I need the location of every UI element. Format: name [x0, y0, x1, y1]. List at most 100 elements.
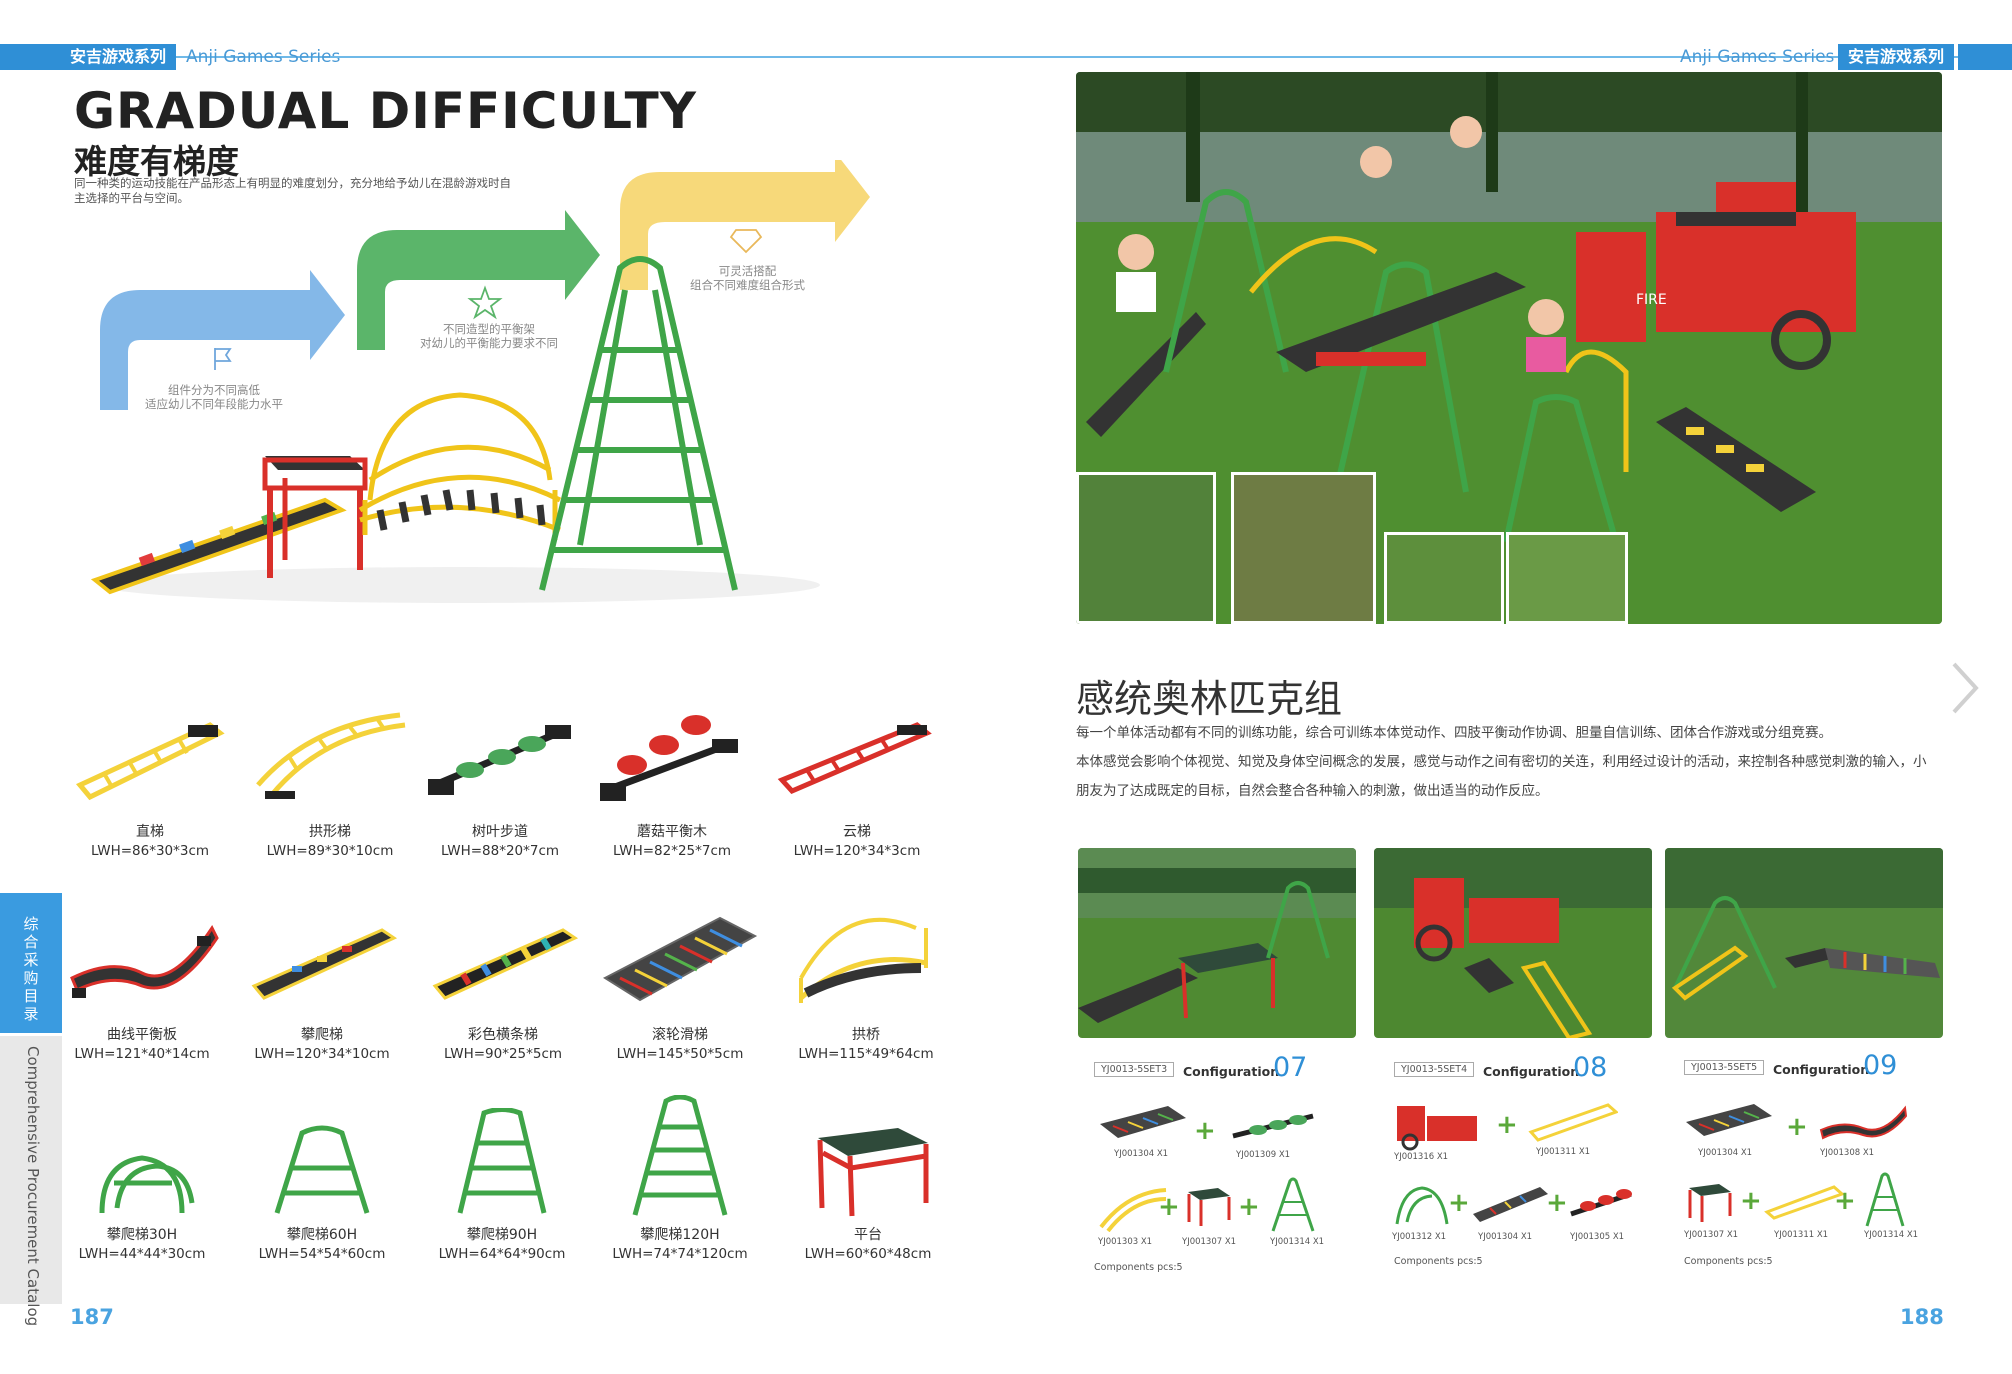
part-code: YJ001304 X1: [1698, 1148, 1753, 1158]
product-name: 直梯: [136, 824, 164, 840]
set-title: 感统奥林匹克组: [1076, 677, 1343, 721]
mushroom-beam-image: [600, 715, 738, 801]
config-code: YJ0013-5SET3: [1094, 1062, 1175, 1077]
plus-icon: +: [1194, 1116, 1216, 1146]
flag-icon: [214, 348, 232, 370]
page-number-right: 188: [1900, 1305, 1944, 1329]
product-dimensions: LWH=90*25*5cm: [443, 1046, 563, 1062]
product-dimensions: LWH=74*74*120cm: [612, 1246, 748, 1262]
product-name: 滚轮滑梯: [652, 1027, 708, 1043]
arrow-blue: [100, 270, 345, 410]
next-page-chevron-icon[interactable]: [1948, 660, 1982, 716]
arch-bridge: [358, 392, 562, 540]
part-code: YJ001316 X1: [1394, 1152, 1449, 1162]
product-dimensions: LWH=115*49*64cm: [798, 1046, 934, 1062]
plus-icon: +: [1496, 1110, 1518, 1140]
part-code: YJ001312 X1: [1392, 1232, 1447, 1242]
difficulty-diagram: [90, 160, 870, 603]
part-code: YJ001304 X1: [1478, 1232, 1533, 1242]
header-bar-right: [1958, 44, 2012, 70]
product-card: 云梯 LWH=120*34*3cm: [777, 705, 937, 861]
product-name: 攀爬梯: [301, 1027, 343, 1043]
step3-line1: 可灵活搭配: [718, 264, 777, 278]
arch-ladder-image: [256, 712, 406, 799]
product-dimensions: LWH=44*44*30cm: [78, 1246, 206, 1262]
diamond-icon: [729, 229, 763, 254]
header-dashes-left: [330, 56, 1070, 58]
product-name: 拱形梯: [309, 824, 351, 840]
plus-icon: +: [1158, 1192, 1180, 1222]
product-name: 攀爬梯90H: [466, 1227, 538, 1243]
part-platform-icon: [1688, 1184, 1732, 1222]
fire-sign: FIRE: [1636, 292, 1667, 308]
thumb-photo: [1384, 532, 1504, 624]
step2-line2: 对幼儿的平衡能力要求不同: [420, 336, 558, 350]
product-dimensions: LWH=88*20*7cm: [440, 843, 560, 859]
straight-ladder-image: [75, 722, 225, 801]
config08-photo: [1374, 848, 1652, 1038]
plus-icon: +: [1448, 1188, 1470, 1218]
product-card: 攀爬梯60H LWH=54*54*60cm: [242, 1108, 402, 1264]
product-card: 直梯 LWH=86*30*3cm: [70, 705, 230, 861]
product-card: 彩色横条梯 LWH=90*25*5cm: [423, 908, 583, 1064]
side-tab-en-text: Comprehensive Procurement Catalog: [24, 1046, 42, 1327]
platform: [262, 456, 368, 578]
product-card: 攀爬梯30H LWH=44*44*30cm: [62, 1108, 222, 1264]
color-bar-ladder-image: [432, 928, 579, 1000]
product-dimensions: LWH=60*60*48cm: [804, 1246, 932, 1262]
step1-line2: 适应幼儿不同年段能力水平: [145, 397, 283, 411]
set-description-1: 每一个单体活动都有不同的训练功能，综合可训练本体觉动作、四肢平衡动作协调、胆量自…: [1076, 725, 1832, 741]
product-name: 云梯: [843, 824, 871, 840]
config-code: YJ0013-5SET5: [1684, 1060, 1765, 1075]
config-label: Configuration: [1483, 1064, 1580, 1079]
product-dimensions: LWH=54*54*60cm: [258, 1246, 386, 1262]
product-dimensions: LWH=64*64*90cm: [438, 1246, 566, 1262]
product-card: 滚轮滑梯 LWH=145*50*5cm: [600, 908, 760, 1064]
plus-icon: +: [1546, 1188, 1568, 1218]
config-card-07: YJ0013-5SET3 Configuration 07 + YJ001304…: [1078, 1052, 1346, 1287]
step1-caption: 组件分为不同高低适应幼儿不同年段能力水平: [145, 383, 283, 411]
config-code: YJ0013-5SET4: [1394, 1062, 1475, 1077]
arrow-yellow: [620, 160, 870, 290]
plus-icon: +: [1834, 1186, 1856, 1216]
header-series-tag-left: 安吉游戏系列: [60, 44, 177, 70]
product-name: 树叶步道: [472, 824, 528, 840]
thumb-photo: [1506, 532, 1628, 624]
roller-slide-image: [602, 916, 758, 1002]
config-label: Configuration: [1183, 1064, 1280, 1079]
platform-image: [817, 1128, 929, 1217]
part-roller-slide-icon: [1100, 1106, 1186, 1138]
config-number: 08: [1573, 1052, 1608, 1083]
cloud-ladder-image: [777, 722, 932, 795]
config07-photo: [1078, 848, 1356, 1038]
part-code: YJ001304 X1: [1114, 1149, 1169, 1159]
part-arch-ladder-icon: [1099, 1188, 1167, 1232]
product-card: 拱形梯 LWH=89*30*10cm: [250, 705, 410, 861]
a-frame-ladder: [539, 256, 738, 591]
arrow-green: [357, 210, 600, 350]
header-series-tag-right: 安吉游戏系列: [1838, 44, 1955, 70]
product-name: 拱桥: [852, 1027, 880, 1043]
plus-icon: +: [1238, 1192, 1260, 1222]
header-bar-left: [0, 44, 60, 70]
main-photo: FIRE: [1076, 72, 1942, 624]
product-name: 平台: [854, 1227, 882, 1243]
part-mushroom-beam-icon: [1570, 1189, 1632, 1217]
step1-line1: 组件分为不同高低: [168, 383, 260, 397]
config-number: 07: [1273, 1052, 1308, 1083]
part-code: YJ001309 X1: [1236, 1150, 1291, 1160]
product-card: 拱桥 LWH=115*49*64cm: [786, 908, 946, 1064]
part-code: YJ001311 X1: [1774, 1230, 1829, 1240]
climbing-board-image: [251, 928, 398, 1000]
part-code: YJ001311 X1: [1536, 1147, 1591, 1157]
part-color-bar-icon: [1473, 1187, 1548, 1222]
part-code: YJ001314 X1: [1270, 1237, 1325, 1247]
part-code: YJ001314 X1: [1864, 1230, 1919, 1240]
star-icon: [467, 285, 503, 320]
config-card-08: YJ0013-5SET4 Configuration 08 + YJ001316…: [1378, 1052, 1646, 1287]
part-code: YJ001308 X1: [1820, 1148, 1875, 1158]
product-name: 攀爬梯60H: [286, 1227, 358, 1243]
arch-bridge-image: [799, 917, 928, 1003]
config-card-09: YJ0013-5SET5 Configuration 09 + YJ001304…: [1668, 1050, 1936, 1285]
thumb-photo: [1076, 472, 1216, 624]
